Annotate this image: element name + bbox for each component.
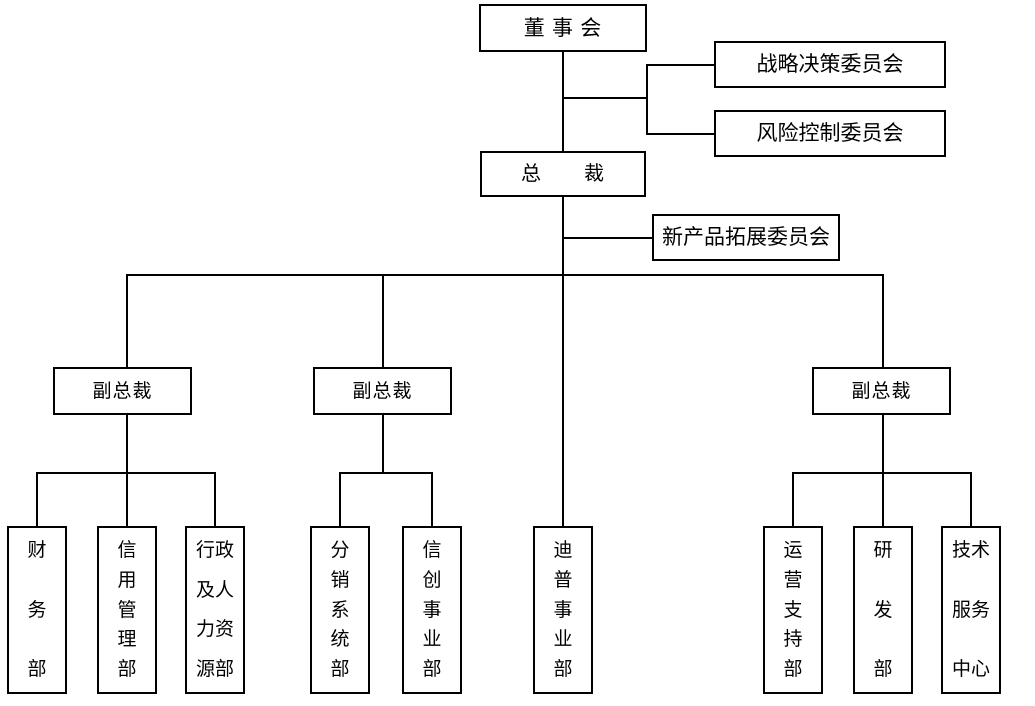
node-president: 总 裁 (480, 151, 646, 197)
connector-committees-stem (562, 97, 648, 99)
node-label: 风险控制委员会 (756, 121, 904, 145)
connector-vp-bar (126, 274, 884, 276)
node-label: 务 (27, 599, 47, 621)
node-label: 部 (330, 659, 350, 680)
node-label: 信 (422, 540, 442, 561)
node-label: 技术 (951, 540, 990, 561)
connector-tech-service-drop (970, 472, 972, 526)
node-vp-middle: 副总裁 (313, 367, 452, 415)
node-label: 创 (422, 569, 442, 591)
node-label: 部 (783, 659, 803, 680)
node-label: 部 (422, 659, 442, 680)
node-dept-distribution-systems: 分 销 系 统 部 (310, 526, 370, 694)
connector-vp-left-stem (126, 415, 128, 473)
node-label: 中心 (951, 659, 990, 680)
connector-xinchuang-drop (431, 472, 433, 526)
node-dept-tech-service-center: 技术 服务 中心 (941, 526, 1001, 694)
node-label: 持 (783, 629, 803, 651)
connector-president-center-drop (562, 197, 564, 526)
node-label: 迪 (553, 540, 573, 561)
connector-rnd-drop (882, 472, 884, 526)
node-strategy-decision-committee: 战略决策委员会 (714, 41, 946, 88)
node-label: 研 (873, 540, 893, 561)
node-label: 副总裁 (352, 380, 413, 402)
connector-strategy-stub (646, 64, 714, 66)
node-label: 运 (783, 540, 803, 561)
connector-risk-stub (646, 133, 714, 135)
node-label: 理 (117, 629, 137, 651)
connector-vp-left-drop (126, 274, 128, 367)
node-dept-dipu-business: 迪 普 事 业 部 (533, 526, 593, 694)
node-label: 统 (330, 629, 350, 651)
node-label: 事 (422, 599, 442, 621)
node-dept-finance: 财 务 部 (7, 526, 67, 694)
node-label: 及人 (195, 579, 234, 601)
node-label: 业 (553, 629, 573, 651)
node-label: 管 (117, 599, 137, 621)
node-new-product-committee: 新产品拓展委员会 (652, 214, 840, 261)
node-label: 用 (117, 569, 137, 591)
node-label: 源部 (195, 658, 234, 680)
node-label: 支 (783, 599, 803, 621)
connector-new-product-stub (562, 237, 652, 239)
connector-board-president (562, 52, 564, 151)
node-vp-left: 副总裁 (53, 367, 192, 415)
node-label: 董 事 会 (523, 15, 603, 40)
connector-committees-bracket (646, 64, 648, 135)
node-label: 战略决策委员会 (756, 52, 904, 76)
node-board-of-directors: 董 事 会 (479, 4, 647, 52)
node-label: 财 (27, 540, 47, 561)
node-label: 新产品拓展委员会 (662, 225, 830, 249)
connector-distribution-drop (339, 472, 341, 526)
node-vp-right: 副总裁 (812, 367, 951, 415)
node-label: 副总裁 (92, 380, 153, 402)
node-dept-credit-management: 信 用 管 理 部 (97, 526, 157, 694)
node-dept-admin-hr: 行政 及人 力资 源部 (185, 526, 245, 694)
node-label: 部 (873, 659, 893, 680)
node-label: 力资 (195, 619, 234, 641)
node-dept-rnd: 研 发 部 (853, 526, 913, 694)
connector-middle-group-bar (339, 472, 433, 474)
node-label: 部 (553, 659, 573, 680)
node-label: 分 (330, 540, 350, 561)
node-label: 行政 (195, 540, 234, 561)
connector-vp-right-stem (882, 415, 884, 473)
connector-vp-middle-drop (382, 274, 384, 367)
node-dept-operations-support: 运 营 支 持 部 (763, 526, 823, 694)
node-label: 发 (873, 599, 893, 621)
connector-operations-drop (792, 472, 794, 526)
node-label: 系 (330, 599, 350, 621)
node-label: 部 (117, 659, 137, 680)
connector-credit-drop (126, 472, 128, 526)
node-label: 事 (553, 599, 573, 621)
node-label: 销 (330, 569, 350, 591)
node-label: 总 裁 (521, 163, 605, 185)
node-dept-xinchuang-business: 信 创 事 业 部 (402, 526, 462, 694)
connector-vp-middle-stem (382, 415, 384, 473)
node-label: 信 (117, 540, 137, 561)
connector-vp-right-drop (882, 274, 884, 367)
node-label: 营 (783, 569, 803, 591)
node-label: 业 (422, 629, 442, 651)
connector-finance-drop (36, 472, 38, 526)
node-label: 普 (553, 569, 573, 591)
connector-admin-hr-drop (214, 472, 216, 526)
node-risk-control-committee: 风险控制委员会 (714, 110, 946, 157)
node-label: 部 (27, 659, 47, 680)
node-label: 副总裁 (851, 380, 912, 402)
node-label: 服务 (951, 599, 990, 621)
